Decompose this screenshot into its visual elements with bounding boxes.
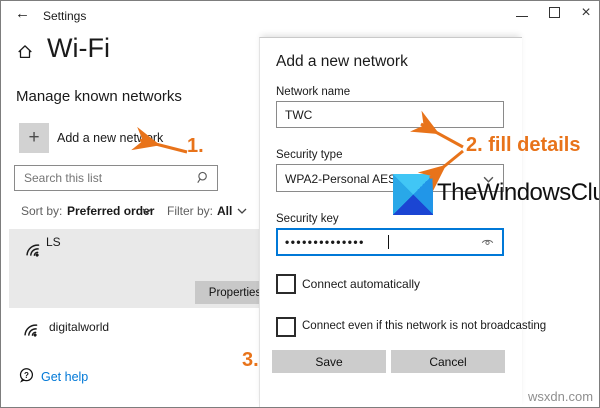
watermark: wsxdn.com [528,389,594,404]
security-key-value: •••••••••••••• [285,235,365,249]
maximize-button[interactable] [539,1,569,27]
add-network-plus-button[interactable]: + [19,123,49,153]
thewindowsclub-logo-text: TheWindowsClub [437,179,600,206]
search-icon[interactable] [197,171,210,184]
network-row-digitalworld[interactable]: digitalworld [9,313,259,357]
page-title: Wi-Fi [47,33,110,63]
connect-automatically-checkbox[interactable] [276,274,296,294]
network-name: digitalworld [49,320,110,334]
filter-by-label: Filter by: [167,204,214,218]
network-name-label: Network name [276,86,351,98]
network-name: LS [46,235,61,249]
thewindowsclub-logo-icon [393,174,433,215]
annotation-step-2: 2. fill details [466,134,581,156]
save-button[interactable]: Save [272,350,386,373]
text-caret [388,235,389,249]
security-type-label: Security type [276,149,343,161]
reveal-password-icon[interactable] [481,237,494,247]
home-icon[interactable] [16,43,34,61]
security-type-dropdown[interactable]: WPA2-Personal AES [276,164,504,192]
not-broadcasting-checkbox[interactable] [276,317,296,337]
cancel-button[interactable]: Cancel [391,350,505,373]
chat-question-icon: ? [17,367,35,385]
security-type-value: WPA2-Personal AES [285,172,397,186]
add-network-dialog: Add a new network Network name Security … [259,37,546,407]
annotation-step-3: 3. [242,349,259,371]
search-input[interactable] [14,165,218,191]
section-title: Manage known networks [16,88,182,105]
maximize-icon [549,7,560,18]
window-title: Settings [43,9,87,23]
chevron-down-icon [483,176,494,183]
security-key-field[interactable]: •••••••••••••• [276,228,504,256]
get-help-link[interactable]: Get help [41,370,89,384]
checkbox-label: Connect even if this network is not broa… [302,320,547,332]
chevron-down-icon[interactable] [142,208,152,214]
security-key-label: Security key [276,213,339,225]
wifi-signal-icon [17,234,48,265]
add-network-label[interactable]: Add a new network [57,131,164,145]
close-button[interactable]: × [581,4,591,21]
network-name-input[interactable] [276,101,504,128]
minimize-icon [516,16,528,17]
svg-text:?: ? [24,371,29,380]
wifi-signal-icon [15,314,46,345]
dialog-title: Add a new network [276,53,408,70]
network-row-ls[interactable]: LS Properties [9,229,275,308]
minimize-button[interactable] [507,1,537,27]
back-arrow-icon[interactable]: ← [15,5,30,22]
chevron-down-icon[interactable] [237,208,247,214]
filter-by-value[interactable]: All [217,204,233,218]
annotation-step-1: 1. [187,135,204,157]
sort-by-value[interactable]: Preferred order [67,204,155,218]
properties-button[interactable]: Properties [195,281,275,304]
sort-by-label: Sort by: [21,204,63,218]
search-box[interactable] [14,165,218,191]
checkbox-label: Connect automatically [302,277,421,291]
